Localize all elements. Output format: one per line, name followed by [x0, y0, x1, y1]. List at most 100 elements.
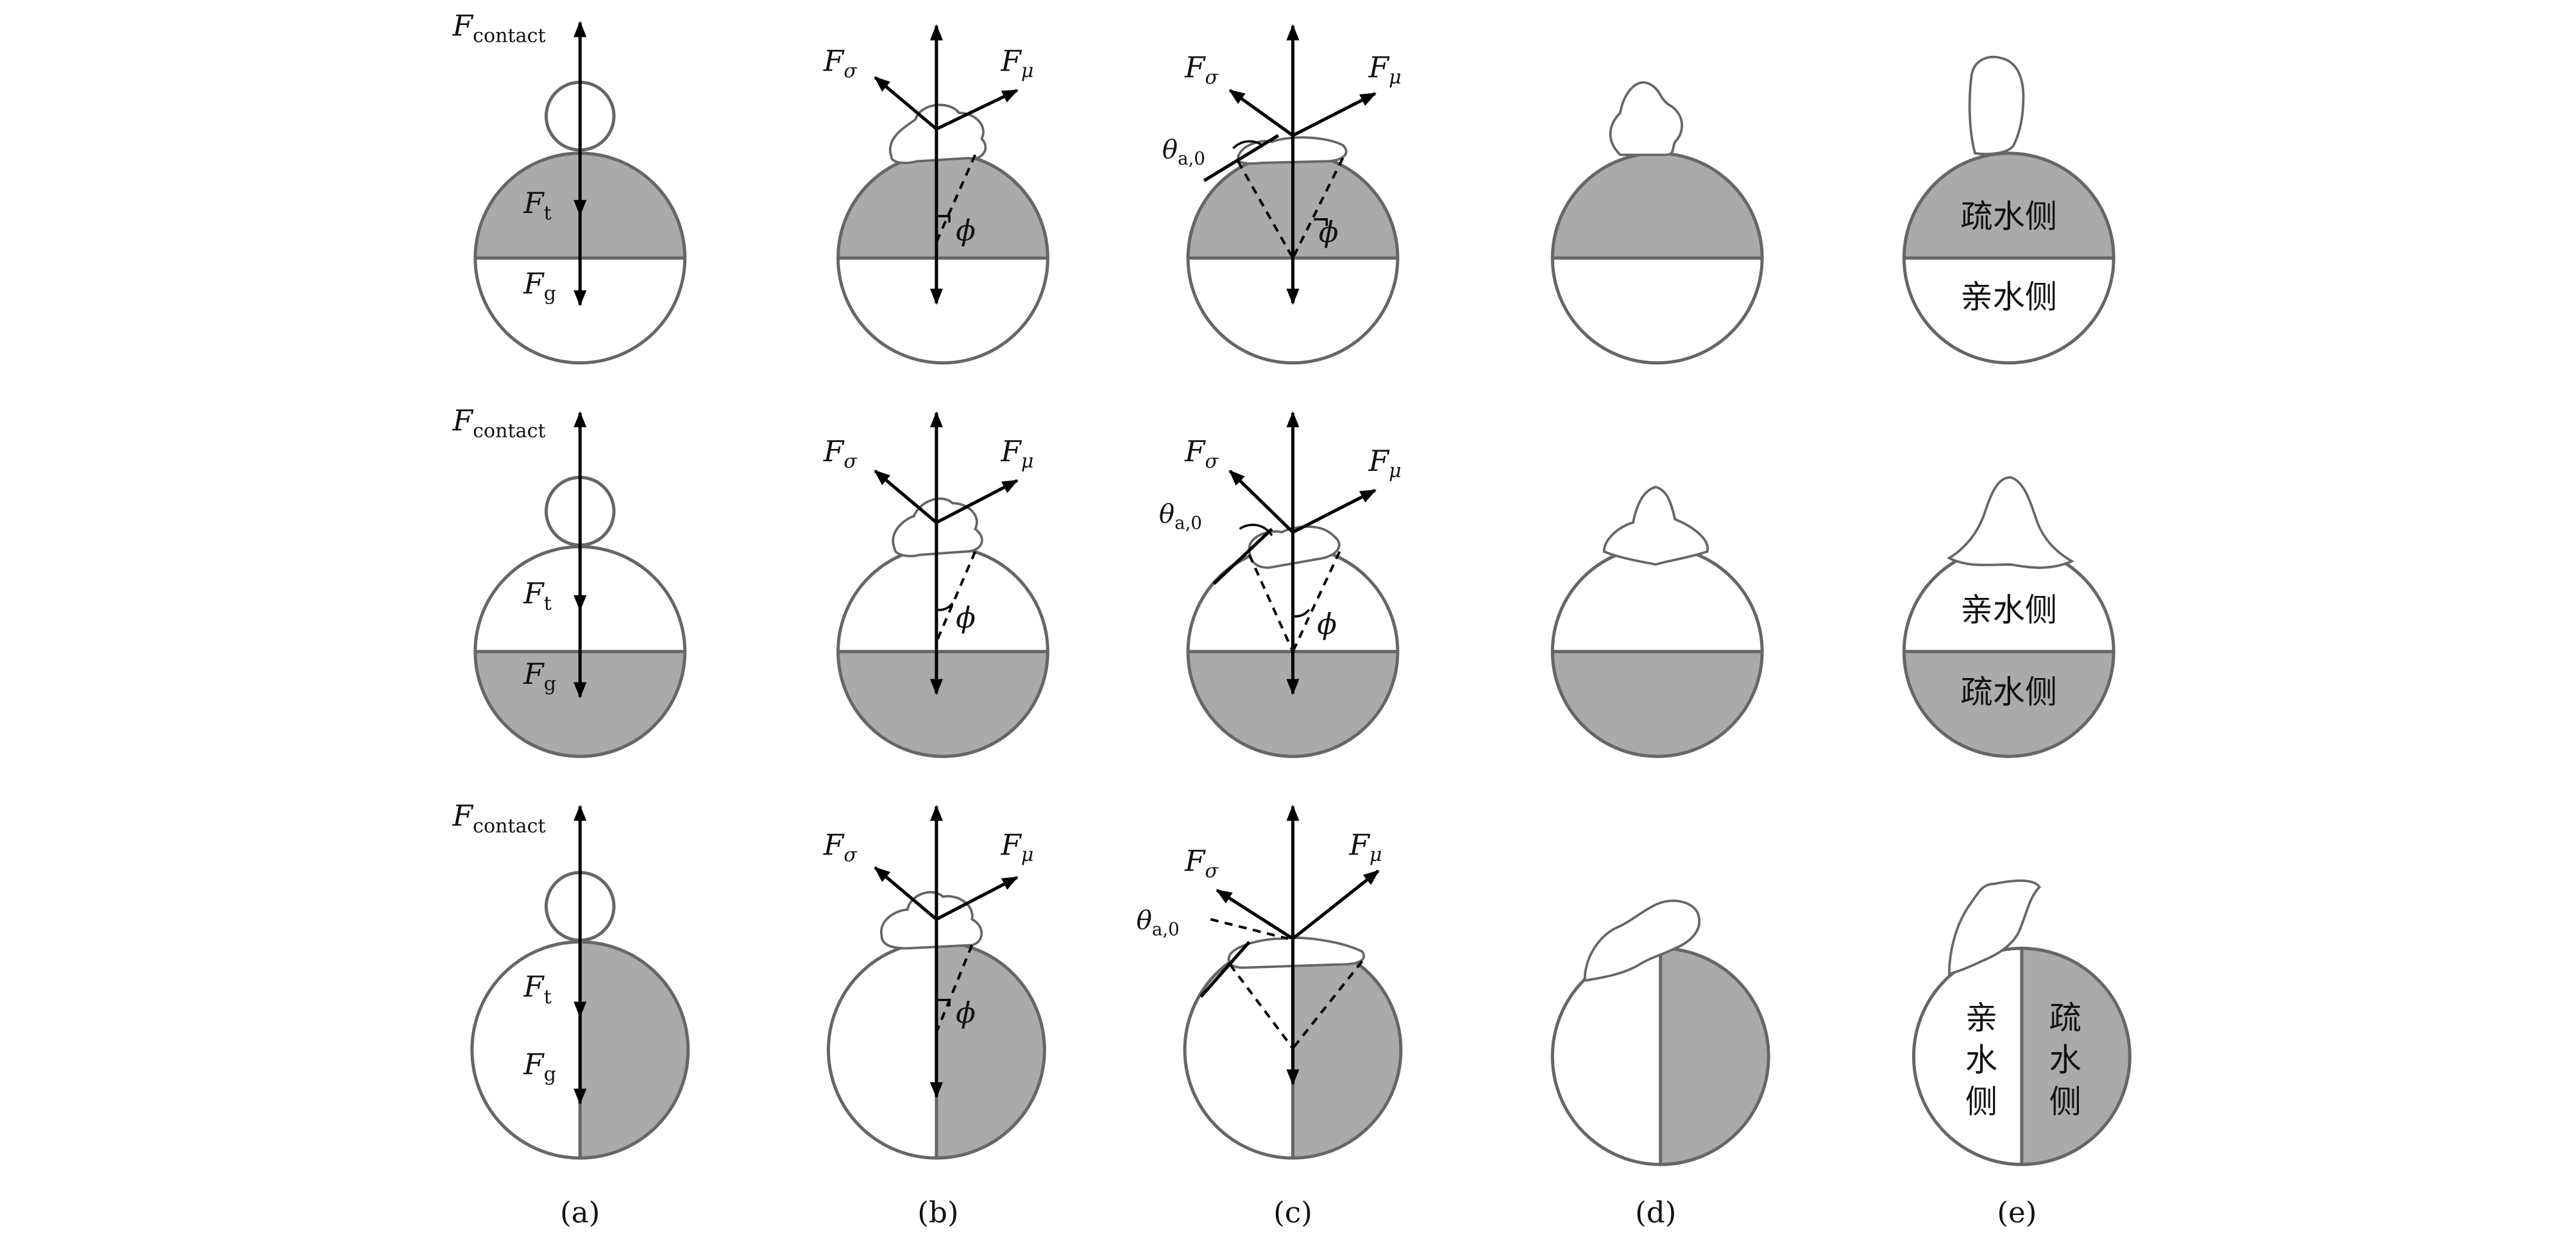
- panel-b-row2: Fσ Fμ ϕ: [823, 411, 1049, 758]
- f-mu-label: Fμ: [1000, 828, 1033, 866]
- f-contact-label: Fcontact: [452, 799, 546, 837]
- phi-dashed-line: [935, 154, 977, 242]
- phi-angle-mark: [936, 602, 954, 611]
- panel-b-row3: Fσ Fμ ϕ: [823, 804, 1046, 1160]
- theta-arc: [1232, 140, 1263, 149]
- panel-d-row3: [1550, 899, 1770, 1166]
- f-mu-arrow: [1292, 489, 1377, 534]
- hydrophobic-half: [936, 942, 1045, 1159]
- detaching-droplet: [1609, 81, 1683, 157]
- label-d: (d): [1635, 1196, 1676, 1230]
- row-2: Fcontact Ft Fg Fσ Fμ ϕ: [452, 404, 2115, 758]
- panel-c-row1: Fσ Fμ θa,0 ϕ: [1162, 24, 1402, 365]
- f-sigma-arrow: [1228, 89, 1294, 137]
- panel-b-row1: Fσ Fμ ϕ: [823, 24, 1049, 365]
- hydrophobic-half: [1660, 948, 1769, 1165]
- phi-angle-mark: [1314, 218, 1328, 226]
- hydrophobic-side-label: 疏水侧: [1960, 673, 2057, 711]
- hydrophilic-side-label: 亲 水 侧: [1965, 999, 1997, 1121]
- row-1: Fcontact Ft Fg Fσ Fμ ϕ: [452, 8, 2115, 365]
- hydrophobic-half: [2021, 948, 2130, 1165]
- f-mu-arrow: [935, 89, 1019, 131]
- panel-e-row3: 亲 水 侧 疏 水 侧: [1911, 879, 2131, 1166]
- f-g-label: Fg: [523, 267, 556, 305]
- f-mu-arrow: [935, 876, 1019, 921]
- elongated-droplet: [1947, 879, 2041, 976]
- hydrophobic-half: [1904, 153, 2114, 259]
- hydrophobic-half: [580, 942, 688, 1159]
- dashed-line-left: [1248, 554, 1294, 652]
- dashed-line-left: [1228, 964, 1294, 1050]
- phi-label: ϕ: [1319, 215, 1339, 249]
- f-mu-label: Fμ: [1368, 444, 1402, 482]
- phi-dashed-line: [935, 551, 977, 643]
- f-mu-arrow: [935, 479, 1019, 524]
- hydrophobic-half: [838, 153, 1048, 259]
- f-contact-label: Fcontact: [452, 404, 546, 442]
- tangent-line: [1212, 527, 1273, 585]
- hydrophilic-side-label: 亲水侧: [1960, 278, 2057, 316]
- f-mu-label: Fμ: [1000, 434, 1033, 473]
- column-labels: (a) (b) (c) (d) (e): [560, 1196, 2037, 1230]
- dashed-line-right: [1291, 157, 1344, 259]
- hydrophobic-half: [1904, 651, 2114, 757]
- dashed-line-right: [1291, 960, 1364, 1050]
- phi-angle-mark: [936, 998, 951, 1007]
- phi-angle-mark: [936, 215, 951, 223]
- theta-label: θa,0: [1162, 135, 1205, 169]
- f-t-label: Ft: [523, 576, 552, 615]
- f-sigma-arrow: [874, 470, 938, 524]
- svg-text:疏: 疏: [2049, 999, 2081, 1037]
- f-t-label: Ft: [523, 186, 552, 225]
- f-sigma-label: Fσ: [823, 828, 858, 866]
- hydrophobic-half: [1188, 651, 1398, 757]
- label-e: (e): [1997, 1196, 2037, 1230]
- f-sigma-label: Fσ: [823, 44, 858, 83]
- panel-c-row3: Fσ Fμ θa,0: [1137, 804, 1403, 1160]
- hydrophobic-side-label: 疏 水 侧: [2049, 999, 2081, 1121]
- hydrophobic-half: [1292, 942, 1401, 1159]
- svg-text:侧: 侧: [1965, 1083, 1997, 1121]
- panel-a-row1: Fcontact Ft Fg: [452, 8, 687, 365]
- f-mu-arrow: [1292, 92, 1377, 137]
- detaching-droplet: [1583, 899, 1701, 982]
- f-g-label: Fg: [523, 1047, 556, 1085]
- f-g-label: Fg: [523, 657, 556, 695]
- dashed-line-left: [1237, 160, 1294, 259]
- f-sigma-arrow: [874, 866, 938, 921]
- f-mu-label: Fμ: [1349, 828, 1382, 866]
- panel-d-row2: [1550, 486, 1764, 758]
- theta-arc: [1239, 523, 1273, 536]
- f-mu-label: Fμ: [1368, 51, 1402, 89]
- f-mu-arrow: [1291, 869, 1380, 940]
- elongated-droplet: [1968, 55, 2025, 155]
- panel-e-row1: 疏水侧 亲水侧: [1902, 55, 2115, 365]
- label-c: (c): [1273, 1196, 1312, 1230]
- svg-text:水: 水: [1965, 1041, 1997, 1078]
- f-sigma-label: Fσ: [1184, 51, 1219, 89]
- f-sigma-label: Fσ: [1184, 434, 1219, 473]
- detaching-droplet: [1602, 486, 1709, 566]
- hydrophobic-half: [475, 651, 685, 757]
- hydrophobic-side-label: 疏水侧: [1960, 197, 2057, 235]
- f-contact-label: Fcontact: [452, 8, 546, 47]
- panel-c-row2: Fσ Fμ θa,0 ϕ: [1159, 411, 1402, 758]
- row-3: Fcontact Ft Fg Fσ Fμ ϕ: [452, 799, 2131, 1166]
- label-b: (b): [917, 1196, 958, 1230]
- phi-label: ϕ: [956, 996, 976, 1030]
- f-sigma-label: Fσ: [823, 434, 858, 473]
- phi-label: ϕ: [956, 214, 976, 248]
- svg-text:水: 水: [2049, 1041, 2081, 1078]
- panel-a-row3: Fcontact Ft Fg: [452, 799, 690, 1160]
- tangent-line: [1199, 940, 1251, 998]
- phi-dashed-line: [935, 944, 974, 1033]
- panel-a-row2: Fcontact Ft Fg: [452, 404, 687, 758]
- f-sigma-arrow: [874, 76, 938, 131]
- hydrophobic-half: [1552, 153, 1763, 259]
- f-sigma-arrow: [1228, 470, 1294, 534]
- f-sigma-label: Fσ: [1184, 844, 1219, 883]
- theta-label: θa,0: [1137, 906, 1180, 940]
- hydrophilic-side-label: 亲水侧: [1960, 591, 2057, 629]
- svg-text:侧: 侧: [2049, 1083, 2081, 1121]
